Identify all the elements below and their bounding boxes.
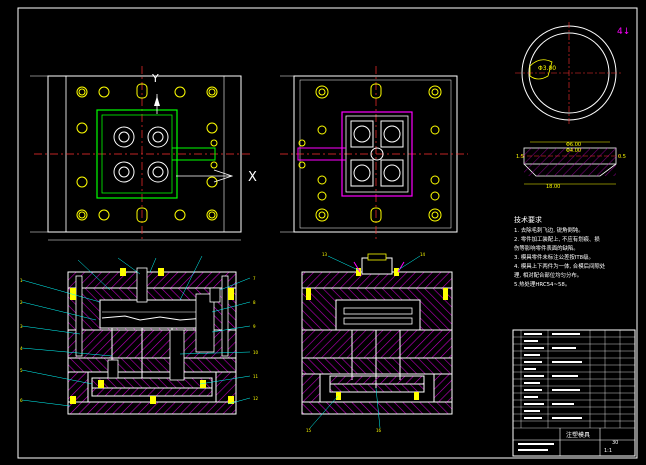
svg-text:X: X — [248, 170, 257, 185]
svg-text:7: 7 — [253, 276, 256, 281]
tech-note-3: 伤等影响零件表面的缺陷。 — [514, 244, 579, 252]
tech-notes-title: 技术要求 — [514, 215, 542, 224]
title-block-name: 注塑模具 — [566, 431, 590, 439]
svg-text:8: 8 — [253, 300, 256, 305]
technical-notes: 技术要求 1. 去除毛刺飞边, 锐角倒钝。 2. 零件加工装配上, 不应有划痕、… — [514, 215, 606, 288]
top-left-plan-view: Y X — [30, 66, 257, 242]
bottom-center-section-view: 13 14 15 16 — [301, 252, 453, 433]
title-block: 注塑模具 30 1:1 — [512, 329, 636, 457]
top-right-plan-view — [280, 66, 468, 242]
ring-dim-label: Φ3.00 — [538, 65, 556, 72]
svg-text:3: 3 — [20, 324, 23, 329]
tech-note-5: 4. 模具上下两件为一体, 合模后间隙处 — [514, 262, 606, 270]
svg-text:13: 13 — [322, 252, 328, 257]
svg-text:10: 10 — [253, 350, 259, 355]
dim-d2: Φ4.00 — [566, 148, 581, 154]
svg-text:5: 5 — [20, 368, 23, 373]
tech-note-1: 1. 去除毛刺飞边, 锐角倒钝。 — [514, 226, 584, 234]
svg-text:Y: Y — [151, 72, 159, 85]
svg-text:1: 1 — [20, 278, 23, 283]
dim-len: 18.00 — [546, 184, 560, 190]
svg-text:15: 15 — [306, 428, 312, 433]
sheet-border — [17, 7, 638, 459]
title-block-scale: 1:1 — [604, 448, 612, 454]
dim-d1: Φ6.00 — [566, 142, 581, 148]
sheet-code: 4↓ — [617, 27, 630, 37]
svg-text:2: 2 — [20, 300, 23, 305]
svg-text:16: 16 — [376, 428, 382, 433]
svg-text:9: 9 — [253, 324, 256, 329]
svg-text:6: 6 — [20, 398, 23, 403]
svg-text:11: 11 — [253, 374, 259, 379]
dim-h1: 1.5 — [516, 154, 524, 160]
title-block-qty: 30 — [612, 440, 618, 446]
tech-note-2: 2. 零件加工装配上, 不应有划痕、损 — [514, 235, 600, 243]
dim-h2: 0.5 — [618, 154, 626, 160]
tech-note-4: 3. 模具零件未标注公差按IT8级。 — [514, 253, 594, 261]
svg-text:12: 12 — [253, 396, 259, 401]
tech-note-6: 理, 相对配合部位均匀分布。 — [514, 271, 582, 279]
ring-part-detail: Φ3.00 4↓ — [515, 22, 630, 124]
svg-text:4: 4 — [20, 346, 23, 351]
cross-section-detail: Φ6.00 Φ4.00 18.00 1.5 0.5 — [516, 141, 626, 190]
svg-text:14: 14 — [420, 252, 426, 257]
tech-note-7: 5.热处理HRC54~58。 — [514, 280, 570, 288]
